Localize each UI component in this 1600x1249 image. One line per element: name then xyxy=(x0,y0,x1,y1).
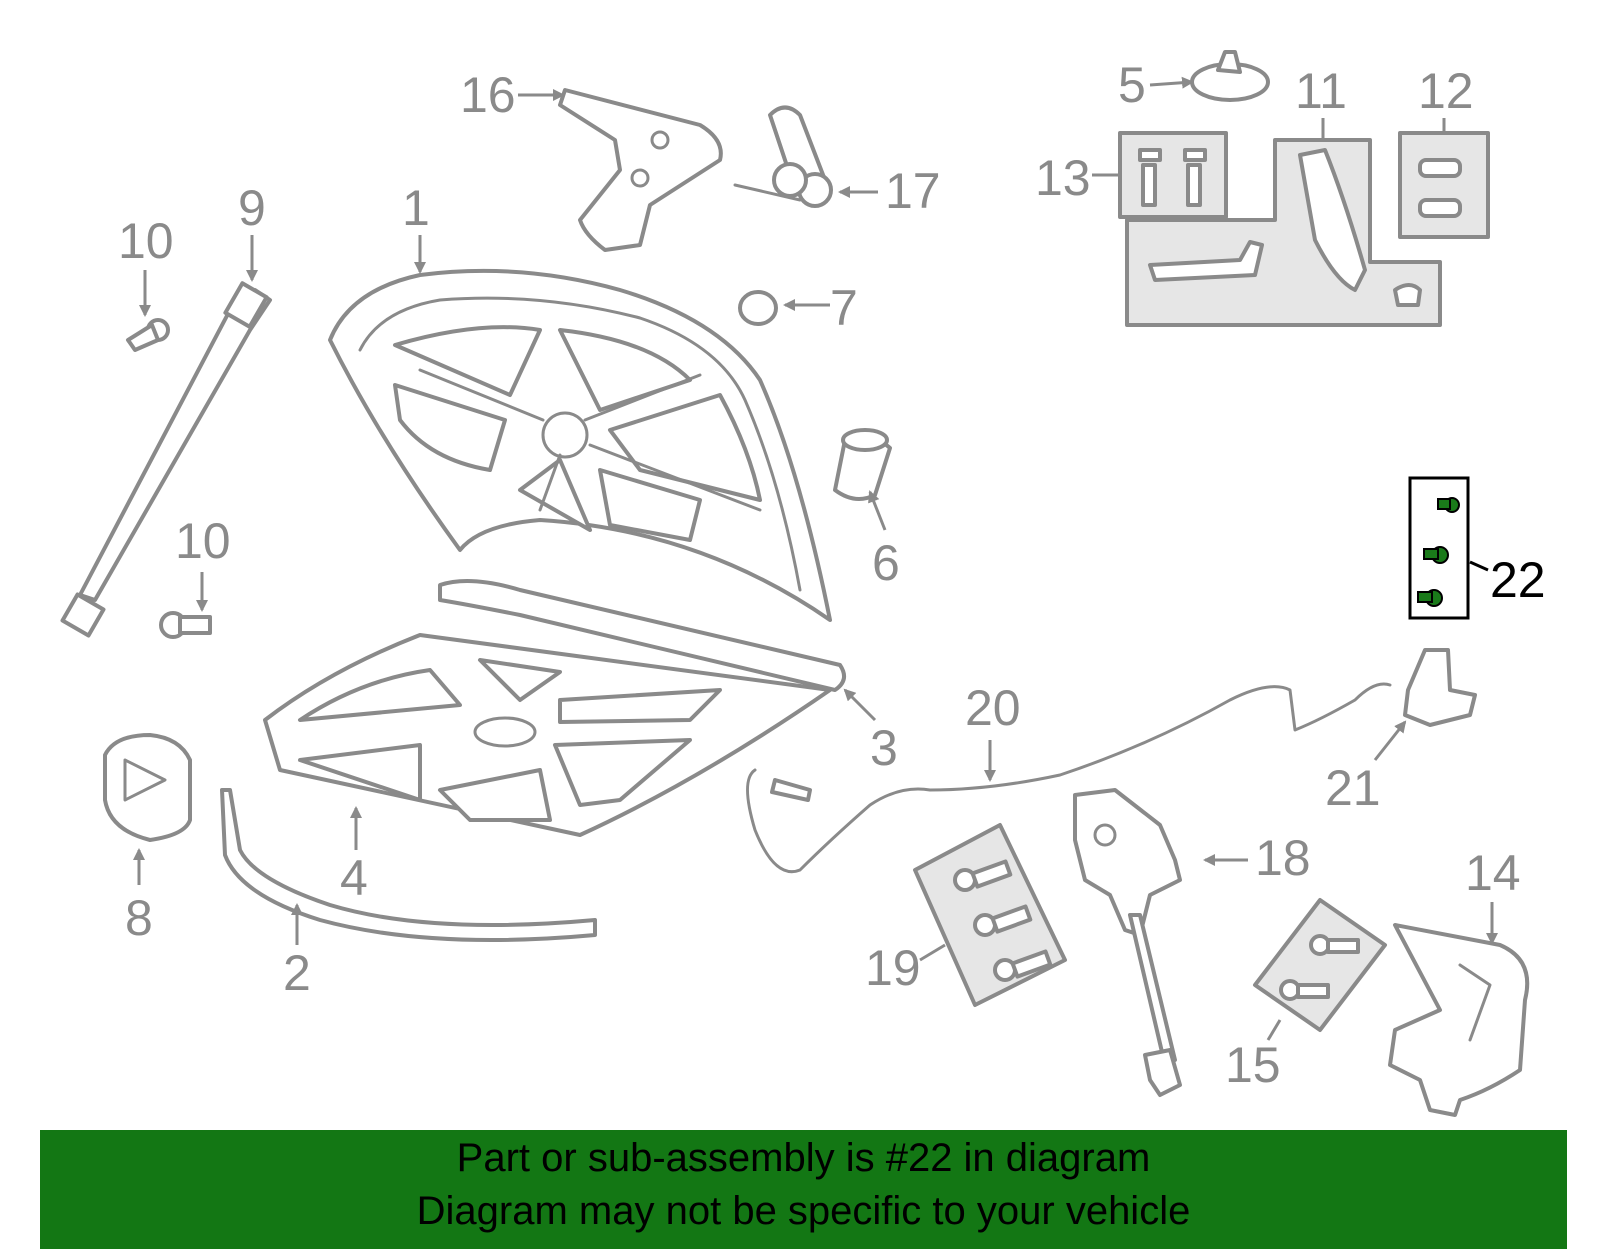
svg-text:10: 10 xyxy=(118,213,174,269)
release-cable-part[interactable] xyxy=(746,682,1392,873)
callout-2: 2 xyxy=(283,903,311,1001)
callout-19: 19 xyxy=(865,940,946,996)
hood-part[interactable] xyxy=(328,268,832,622)
svg-text:13: 13 xyxy=(1035,150,1091,206)
svg-text:4: 4 xyxy=(340,850,368,906)
svg-text:22: 22 xyxy=(1490,552,1546,608)
svg-text:3: 3 xyxy=(870,720,898,776)
ball-stud-part-upper[interactable] xyxy=(126,318,170,352)
banner-line-2: Diagram may not be specific to your vehi… xyxy=(416,1189,1191,1233)
callout-20: 20 xyxy=(965,680,1021,782)
callout-16: 16 xyxy=(460,67,565,123)
bracket-kit-11[interactable] xyxy=(1125,138,1442,327)
info-banner: Part or sub-assembly is #22 in diagram D… xyxy=(40,1130,1567,1249)
bolt-22-middle xyxy=(1423,546,1449,564)
callout-10-lower: 10 xyxy=(175,513,231,612)
callout-5: 5 xyxy=(1118,57,1194,113)
callout-18: 18 xyxy=(1203,830,1311,886)
svg-text:12: 12 xyxy=(1418,63,1474,119)
callout-1: 1 xyxy=(402,180,430,274)
bolts-box-12[interactable] xyxy=(1398,131,1490,239)
callout-22: 22 xyxy=(1469,552,1546,608)
svg-text:20: 20 xyxy=(965,680,1021,736)
callout-15: 15 xyxy=(1225,1019,1282,1093)
bumper-stop-part[interactable] xyxy=(833,428,892,501)
svg-text:7: 7 xyxy=(830,280,858,336)
hinge-part[interactable] xyxy=(558,88,723,252)
svg-text:14: 14 xyxy=(1465,845,1521,901)
svg-text:2: 2 xyxy=(283,945,311,1001)
svg-text:11: 11 xyxy=(1295,63,1347,119)
svg-text:16: 16 xyxy=(460,67,516,123)
callout-8: 8 xyxy=(125,848,153,946)
banner-line-1: Part or sub-assembly is #22 in diagram xyxy=(456,1136,1151,1180)
plug-part[interactable] xyxy=(738,290,778,326)
insulator-part[interactable] xyxy=(263,633,832,837)
callout-13: 13 xyxy=(1035,150,1120,206)
bolts-box-22[interactable] xyxy=(1408,476,1470,620)
svg-text:19: 19 xyxy=(865,940,921,996)
callout-6: 6 xyxy=(868,490,900,591)
clip-part[interactable] xyxy=(1190,50,1270,102)
callout-9: 9 xyxy=(238,180,266,282)
callout-17: 17 xyxy=(838,163,941,219)
bolts-box-13[interactable] xyxy=(1118,131,1228,219)
callout-14: 14 xyxy=(1465,845,1521,945)
hinge-spring-part[interactable] xyxy=(733,105,833,208)
bolt-22-bottom xyxy=(1417,589,1443,607)
callout-21: 21 xyxy=(1325,720,1407,816)
callout-10-upper: 10 xyxy=(118,213,174,317)
svg-text:18: 18 xyxy=(1255,830,1311,886)
seal-part[interactable] xyxy=(438,579,846,692)
striker-part[interactable] xyxy=(1388,923,1530,1117)
weatherstrip-part[interactable] xyxy=(220,788,597,942)
bolt-22-top xyxy=(1437,497,1460,513)
svg-text:5: 5 xyxy=(1118,57,1146,113)
svg-text:1: 1 xyxy=(402,180,430,236)
bumper-part[interactable] xyxy=(103,733,192,842)
callout-4: 4 xyxy=(340,806,368,906)
ball-stud-part-lower[interactable] xyxy=(159,611,212,639)
svg-text:17: 17 xyxy=(885,163,941,219)
lift-support-part[interactable] xyxy=(60,281,272,638)
svg-text:6: 6 xyxy=(872,535,900,591)
release-handle-part[interactable] xyxy=(1403,648,1477,727)
bolts-box-15[interactable] xyxy=(1253,898,1387,1032)
svg-text:8: 8 xyxy=(125,890,153,946)
svg-text:9: 9 xyxy=(238,180,266,236)
svg-text:15: 15 xyxy=(1225,1037,1281,1093)
callout-12: 12 xyxy=(1418,63,1474,133)
bolts-box-19[interactable] xyxy=(913,823,1067,1007)
callout-7: 7 xyxy=(783,280,858,336)
svg-text:21: 21 xyxy=(1325,760,1381,816)
callout-3: 3 xyxy=(843,688,898,776)
latch-part[interactable] xyxy=(1073,788,1182,1097)
svg-text:10: 10 xyxy=(175,513,231,569)
callout-11: 11 xyxy=(1295,63,1347,140)
